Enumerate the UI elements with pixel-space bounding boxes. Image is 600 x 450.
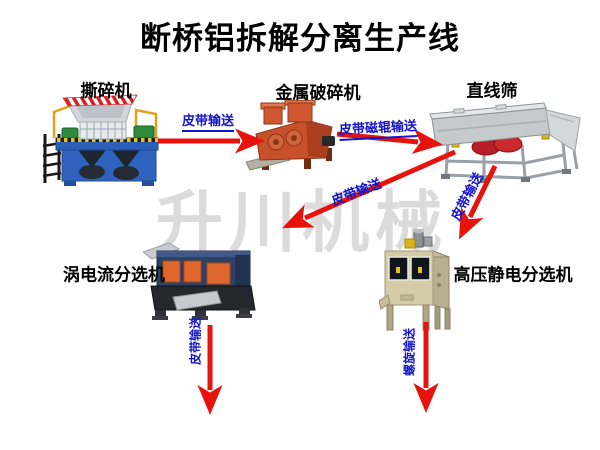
eddy-current-separator-machine-illustration [143, 242, 256, 320]
arrow-crusher-to-screen [336, 129, 443, 154]
arrow-screen-to-eddy [282, 149, 457, 229]
conveyor-label-shredder-to-crusher: 皮带输送 [181, 110, 235, 132]
page-title: 断桥铝拆解分离生产线 [140, 21, 460, 56]
linear-screen-machine-illustration [429, 102, 581, 183]
linear-screen-label: 直线筛 [466, 81, 518, 101]
conveyor-label-crusher-to-screen: 皮带磁辊输送 [338, 114, 418, 142]
shredder-label: 撕碎机 [80, 81, 132, 101]
eddy-current-separator-label: 涡电流分选机 [63, 265, 165, 285]
arrow-screen-to-electrostatic [458, 164, 498, 240]
conveyor-label-eddy-output: 皮带输送 [188, 316, 203, 366]
electrostatic-separator-machine-illustration [379, 229, 451, 331]
conveyor-label-electrostatic-output: 螺旋输送 [402, 327, 417, 377]
shredder-machine-illustration [42, 94, 159, 186]
metal-crusher-machine-illustration [246, 100, 335, 171]
metal-crusher-label: 金属破碎机 [275, 83, 361, 103]
electrostatic-separator-label: 高压静电分选机 [453, 265, 573, 285]
